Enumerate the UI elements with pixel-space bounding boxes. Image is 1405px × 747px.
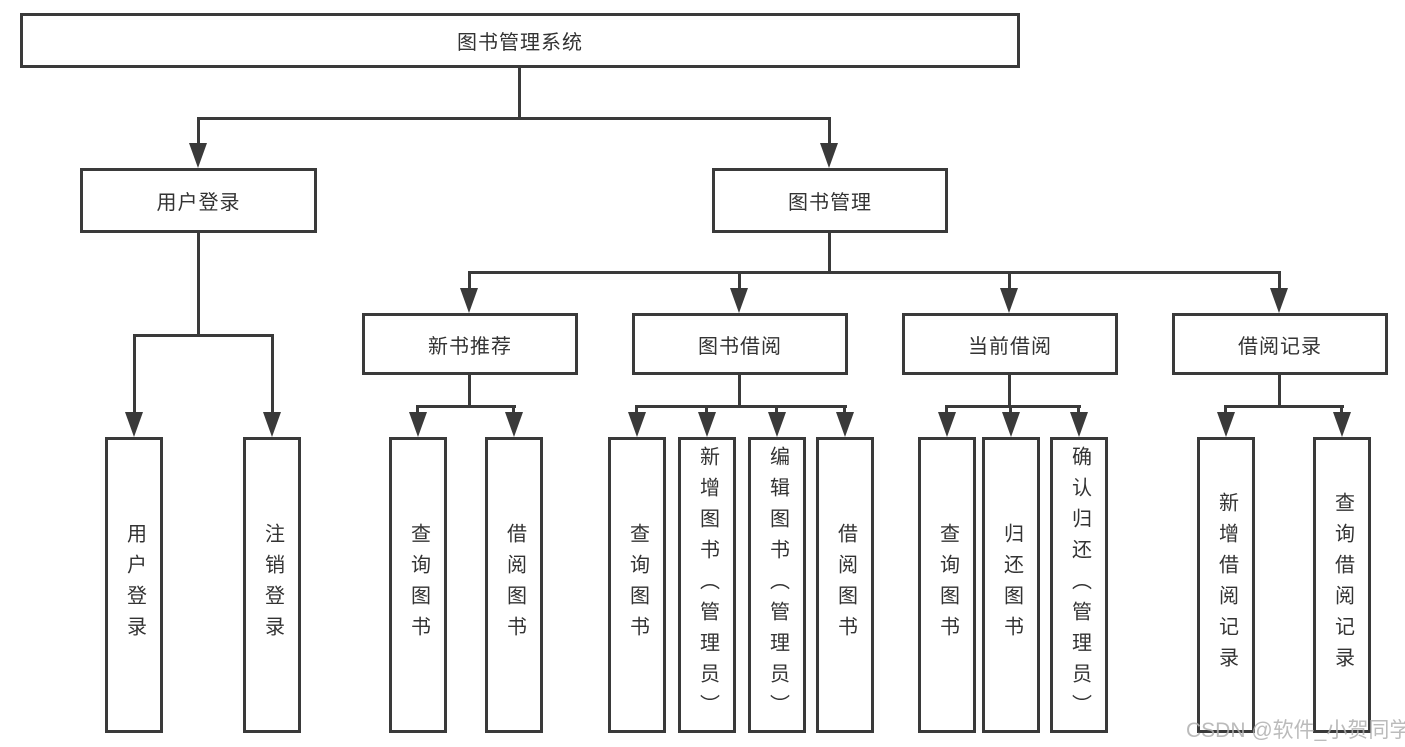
connector-line bbox=[468, 271, 1281, 274]
arrow-down-icon bbox=[1217, 412, 1235, 437]
arrow-down-icon bbox=[938, 412, 956, 437]
connector-line bbox=[1340, 405, 1343, 416]
connector-line bbox=[705, 405, 708, 416]
node-label: 新书推荐 bbox=[428, 335, 512, 358]
connector-line bbox=[1009, 405, 1012, 416]
connector-line bbox=[1278, 375, 1281, 408]
arrow-down-icon bbox=[820, 143, 838, 168]
node-label: 归还图书 bbox=[1000, 523, 1023, 647]
arrow-down-icon bbox=[189, 143, 207, 168]
arrow-down-icon bbox=[768, 412, 786, 437]
connector-line bbox=[738, 375, 741, 408]
arrow-down-icon bbox=[730, 288, 748, 313]
connector-line bbox=[1278, 271, 1281, 291]
leaf-user-login: 用户登录 bbox=[105, 437, 163, 733]
connector-line bbox=[518, 68, 521, 120]
connector-line bbox=[133, 334, 136, 414]
arrow-down-icon bbox=[1000, 288, 1018, 313]
arrow-down-icon bbox=[1002, 412, 1020, 437]
node-label: 查询图书 bbox=[936, 523, 959, 647]
connector-line bbox=[828, 117, 831, 148]
arrow-down-icon bbox=[836, 412, 854, 437]
node-label: 新增借阅记录 bbox=[1215, 492, 1238, 678]
connector-line bbox=[197, 233, 200, 336]
csdn-watermark: CSDN @软件_小贺同学 bbox=[1186, 719, 1405, 742]
node-new-book-recommend: 新书推荐 bbox=[362, 313, 578, 375]
node-label: 注销登录 bbox=[261, 523, 284, 647]
connector-line bbox=[271, 334, 274, 414]
leaf-return-books: 归还图书 bbox=[982, 437, 1040, 733]
arrow-down-icon bbox=[1270, 288, 1288, 313]
node-label: 借阅记录 bbox=[1238, 335, 1322, 358]
leaf-confirm-return-admin: 确认归还（管理员） bbox=[1050, 437, 1108, 733]
connector-line bbox=[775, 405, 778, 416]
arrow-down-icon bbox=[460, 288, 478, 313]
connector-line bbox=[133, 334, 274, 337]
leaf-borrow-books-recommend: 借阅图书 bbox=[485, 437, 543, 733]
connector-line bbox=[197, 117, 831, 120]
connector-line bbox=[1077, 405, 1080, 416]
node-label: 新增图书（管理员） bbox=[696, 445, 719, 725]
node-label: 图书借阅 bbox=[698, 335, 782, 358]
connector-line bbox=[1008, 375, 1011, 408]
arrow-down-icon bbox=[409, 412, 427, 437]
leaf-add-borrow-record: 新增借阅记录 bbox=[1197, 437, 1255, 733]
connector-line bbox=[843, 405, 846, 416]
node-label: 查询图书 bbox=[626, 523, 649, 647]
connector-line bbox=[416, 405, 516, 408]
connector-line bbox=[1224, 405, 1227, 416]
node-label: 查询借阅记录 bbox=[1331, 492, 1354, 678]
connector-line bbox=[828, 233, 831, 274]
connector-line bbox=[945, 405, 1081, 408]
node-label: 用户登录 bbox=[156, 192, 241, 214]
connector-line bbox=[468, 271, 471, 291]
connector-line bbox=[1008, 271, 1011, 291]
connector-line bbox=[738, 271, 741, 291]
node-label: 查询图书 bbox=[407, 523, 430, 647]
leaf-query-books-borrowing: 查询图书 bbox=[608, 437, 666, 733]
arrow-down-icon bbox=[628, 412, 646, 437]
node-label: 编辑图书（管理员） bbox=[766, 445, 789, 725]
connector-line bbox=[416, 405, 419, 416]
connector-line bbox=[1224, 405, 1344, 408]
connector-line bbox=[197, 117, 200, 148]
node-book-management-branch: 图书管理 bbox=[712, 168, 948, 233]
node-label: 当前借阅 bbox=[968, 335, 1052, 358]
arrow-down-icon bbox=[698, 412, 716, 437]
leaf-add-books-admin: 新增图书（管理员） bbox=[678, 437, 736, 733]
node-current-borrowing: 当前借阅 bbox=[902, 313, 1118, 375]
connector-line bbox=[635, 405, 847, 408]
leaf-edit-books-admin: 编辑图书（管理员） bbox=[748, 437, 806, 733]
node-library-management-system: 图书管理系统 bbox=[20, 13, 1020, 68]
arrow-down-icon bbox=[1333, 412, 1351, 437]
arrow-down-icon bbox=[1070, 412, 1088, 437]
node-label: 图书管理系统 bbox=[457, 32, 583, 54]
connector-line bbox=[945, 405, 948, 416]
connector-line bbox=[512, 405, 515, 416]
arrow-down-icon bbox=[125, 412, 143, 437]
leaf-query-books-recommend: 查询图书 bbox=[389, 437, 447, 733]
node-label: 用户登录 bbox=[123, 523, 146, 647]
node-user-login-branch: 用户登录 bbox=[80, 168, 317, 233]
leaf-logout: 注销登录 bbox=[243, 437, 301, 733]
arrow-down-icon bbox=[263, 412, 281, 437]
node-borrowing-records: 借阅记录 bbox=[1172, 313, 1388, 375]
node-book-borrowing: 图书借阅 bbox=[632, 313, 848, 375]
leaf-borrow-books: 借阅图书 bbox=[816, 437, 874, 733]
leaf-query-borrow-record: 查询借阅记录 bbox=[1313, 437, 1371, 733]
connector-line bbox=[635, 405, 638, 416]
node-label: 借阅图书 bbox=[834, 523, 857, 647]
connector-line bbox=[468, 375, 471, 408]
leaf-query-books-current: 查询图书 bbox=[918, 437, 976, 733]
node-label: 借阅图书 bbox=[503, 523, 526, 647]
node-label: 确认归还（管理员） bbox=[1068, 445, 1091, 725]
node-label: 图书管理 bbox=[788, 192, 872, 214]
arrow-down-icon bbox=[505, 412, 523, 437]
